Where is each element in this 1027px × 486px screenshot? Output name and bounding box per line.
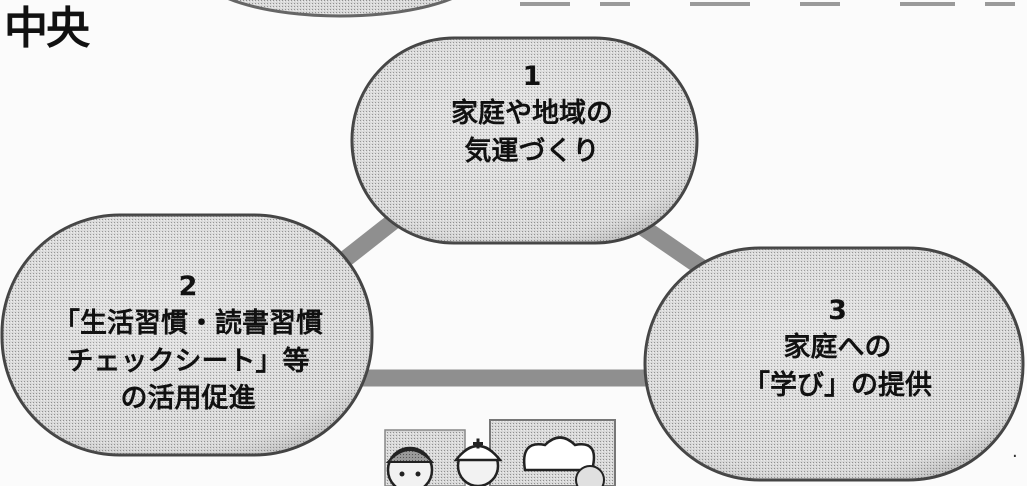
node-2-line-2: チェックシート」等	[66, 345, 310, 377]
node-3-number: 3	[828, 295, 847, 326]
top-partial-shape	[227, 0, 453, 18]
node-1-number: 1	[522, 61, 542, 92]
node-1-line-2: 気運づくり	[464, 135, 600, 167]
node-2-line-1: 「生活習慣・読書習慣	[53, 308, 323, 340]
node-3-line-1: 家庭への	[783, 332, 892, 364]
people-illustration-icon	[384, 419, 616, 486]
node-1-line-1: 家庭や地域の	[451, 98, 613, 130]
node-3-shape	[643, 246, 1025, 482]
node-2-shape	[0, 213, 374, 457]
node-1-label: 1 家庭や地域の 気運づくり	[407, 58, 657, 170]
node-2-line-3: の活用促進	[120, 382, 256, 414]
corner-mark: ·	[1012, 446, 1018, 467]
node-3-label: 3 家庭への 「学び」の提供	[695, 292, 980, 404]
top-left-fragment: 中央	[4, 3, 90, 54]
node-1-shape	[350, 36, 699, 245]
node-2-number: 2	[178, 271, 198, 302]
node-3-line-2: 「学び」の提供	[743, 369, 932, 401]
node-2-label: 2 「生活習慣・読書習慣 チェックシート」等 の活用促進	[28, 268, 348, 417]
top-right-fragment	[520, 2, 1015, 6]
